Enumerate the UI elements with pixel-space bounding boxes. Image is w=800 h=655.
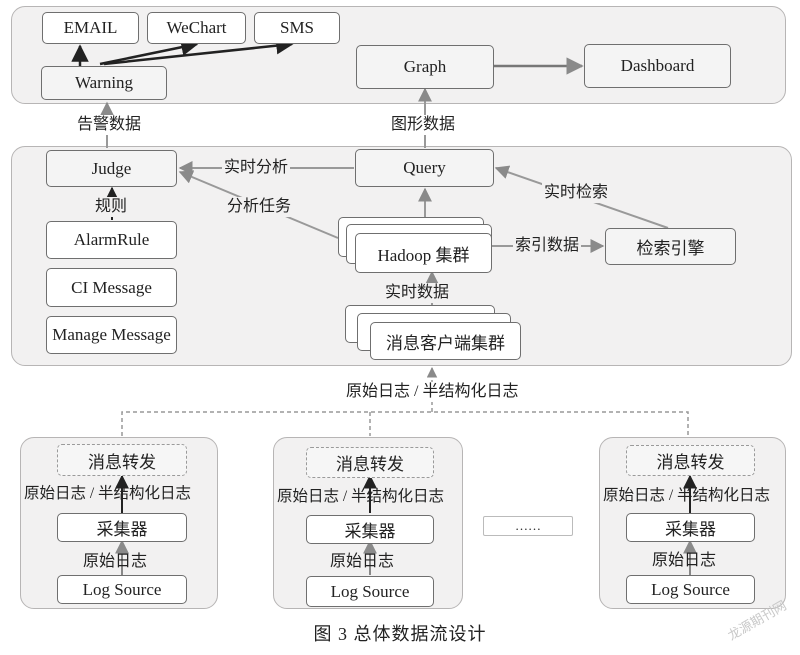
- source-1-upper-label: 原始日志 / 半结构化日志: [24, 485, 192, 502]
- source-1-lower-label: 原始日志: [83, 553, 148, 570]
- realtime-search-label: 实时检索: [542, 183, 611, 203]
- collector-node-3: 采集器: [626, 513, 755, 542]
- ci-message-node: CI Message: [46, 268, 177, 307]
- log-source-node-1: Log Source: [57, 575, 187, 604]
- rules-label: 规则: [93, 197, 130, 217]
- analysis-task-label: 分析任务: [225, 197, 294, 217]
- message-forward-node-3: 消息转发: [626, 445, 755, 476]
- wechart-node: WeChart: [147, 12, 246, 44]
- graph-data-label: 图形数据: [389, 115, 458, 135]
- alarm-data-label: 告警数据: [75, 115, 144, 135]
- source-2-upper-label: 原始日志 / 半结构化日志: [277, 488, 445, 505]
- alarmrule-node: AlarmRule: [46, 221, 177, 259]
- source-2-lower-label: 原始日志: [330, 553, 395, 570]
- message-client-cluster-node: 消息客户端集群: [370, 322, 521, 360]
- log-source-node-2: Log Source: [306, 576, 434, 607]
- edge-warning-sms: [103, 36, 294, 66]
- collector-node-1: 采集器: [57, 513, 187, 542]
- realtime-data-label: 实时数据: [383, 283, 452, 303]
- raw-semistructured-logs-label: 原始日志 / 半结构化日志: [344, 382, 521, 402]
- message-forward-node-2: 消息转发: [306, 447, 434, 478]
- collector-node-2: 采集器: [306, 515, 434, 544]
- graph-node: Graph: [356, 45, 494, 89]
- judge-node: Judge: [46, 150, 177, 187]
- dashboard-node: Dashboard: [584, 44, 731, 88]
- email-node: EMAIL: [42, 12, 139, 44]
- realtime-analysis-label: 实时分析: [222, 158, 291, 178]
- manage-message-node: Manage Message: [46, 316, 177, 354]
- more-sources-ellipsis: ……: [483, 516, 573, 536]
- edge-warning-wechart: [99, 38, 199, 66]
- query-node: Query: [355, 149, 494, 187]
- source-3-upper-label: 原始日志 / 半结构化日志: [603, 487, 771, 504]
- search-engine-node: 检索引擎: [605, 228, 736, 265]
- warning-node: Warning: [41, 66, 167, 100]
- index-data-label: 索引数据: [513, 236, 582, 256]
- dashed-bus: [121, 411, 689, 436]
- message-forward-node-1: 消息转发: [57, 444, 187, 476]
- hadoop-cluster-node: Hadoop 集群: [355, 233, 492, 273]
- log-source-node-3: Log Source: [626, 575, 755, 604]
- figure-caption: 图 3 总体数据流设计: [313, 624, 487, 644]
- sms-node: SMS: [254, 12, 340, 44]
- source-3-lower-label: 原始日志: [652, 552, 717, 569]
